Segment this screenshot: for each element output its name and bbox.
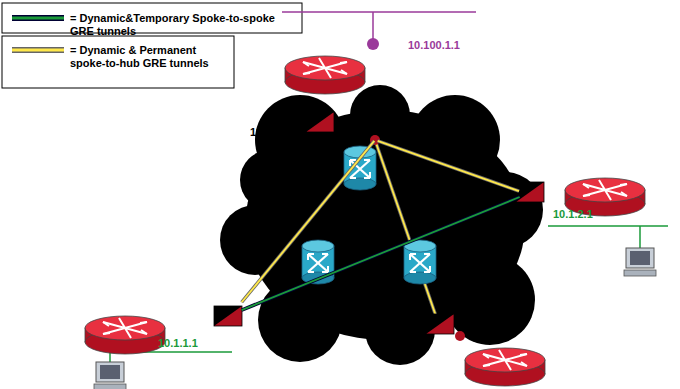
gre-tunnel xyxy=(242,197,520,310)
tunnel-stroke xyxy=(378,141,519,191)
gre-tunnel xyxy=(378,141,519,191)
ip-address: 10.100.1.1 xyxy=(408,39,460,52)
tunnel-stroke xyxy=(242,141,375,302)
tunnel-stroke xyxy=(242,197,520,310)
tunnel-stroke xyxy=(378,141,519,191)
legend-text: = Dynamic & Permanent spoke-to-hub GRE t… xyxy=(70,44,230,70)
tunnel-stroke xyxy=(242,197,520,310)
router-node: 10.1.2.1 xyxy=(519,176,647,224)
legend-text: = Dynamic&Temporary Spoke-to-spoke GRE t… xyxy=(70,12,298,38)
router-node: 10.1.1.1 xyxy=(82,302,242,352)
ip-address: 130.25.13.1 xyxy=(250,126,308,139)
gre-tunnel xyxy=(242,141,375,302)
tunnel-stroke xyxy=(242,141,375,302)
router-node: 10.100.1.1 130.25.13.1 xyxy=(248,36,473,141)
ip-address: 10.1.1.1 xyxy=(158,337,198,350)
ip-address: 10.1.2.1 xyxy=(553,208,593,221)
